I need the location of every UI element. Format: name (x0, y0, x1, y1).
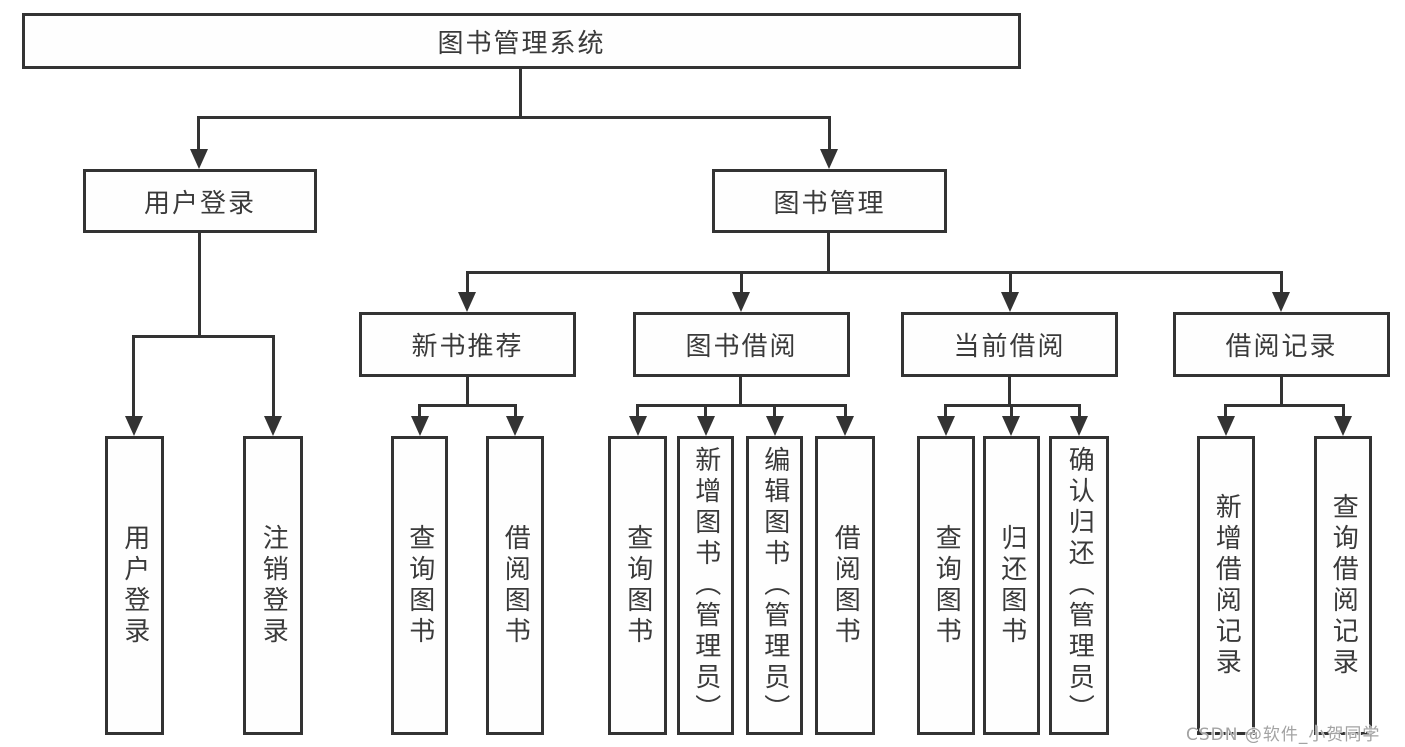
connector-userlogin-right (272, 335, 275, 419)
csdn-watermark: CSDN @软件_小贺同学 (1186, 725, 1381, 745)
arrow-down-icon (1002, 416, 1020, 436)
connector-bb-drop (739, 377, 742, 406)
arrow-down-icon (937, 416, 955, 436)
connector-cb-drop (1008, 377, 1011, 406)
arrow-down-icon (264, 416, 282, 436)
connector-l3-1 (466, 271, 469, 295)
leaf-logout-login: 注销登录 (243, 436, 303, 735)
connector-userlogin-drop (198, 233, 201, 338)
leaf-br-query-record: 查询借阅记录 (1314, 436, 1372, 735)
connector-userlogin-split (132, 335, 275, 338)
arrow-down-icon (697, 416, 715, 436)
leaf-nb-query-books: 查询图书 (391, 436, 448, 735)
connector-bb-4 (844, 404, 847, 418)
connector-root-left (197, 116, 200, 154)
connector-bb-2 (704, 404, 707, 418)
arrow-down-icon (1070, 416, 1088, 436)
connector-br-l (1224, 404, 1227, 418)
node-current-borrow: 当前借阅 (901, 312, 1118, 377)
leaf-bb-borrow-books: 借阅图书 (815, 436, 875, 735)
connector-cb-2 (1010, 404, 1013, 418)
node-borrow-records: 借阅记录 (1173, 312, 1390, 377)
arrow-down-icon (1001, 292, 1019, 312)
connector-br-r (1342, 404, 1345, 418)
leaf-bb-query-books: 查询图书 (608, 436, 667, 735)
connector-l3-4 (1280, 271, 1283, 295)
connector-l3-2 (740, 271, 743, 295)
leaf-user-login: 用户登录 (105, 436, 164, 735)
arrow-down-icon (411, 416, 429, 436)
node-user-login: 用户登录 (83, 169, 317, 233)
leaf-br-add-record: 新增借阅记录 (1197, 436, 1255, 735)
connector-nb-r (514, 404, 517, 418)
connector-root-split (197, 116, 831, 119)
connector-root-drop (519, 69, 522, 118)
arrow-down-icon (506, 416, 524, 436)
arrow-down-icon (458, 292, 476, 312)
arrow-down-icon (766, 416, 784, 436)
arrow-down-icon (820, 149, 838, 169)
node-book-borrow: 图书借阅 (633, 312, 850, 377)
leaf-bb-edit-books-admin: 编辑图书（管理员） (746, 436, 803, 735)
arrow-down-icon (1272, 292, 1290, 312)
connector-cb-1 (944, 404, 947, 418)
node-library-system: 图书管理系统 (22, 13, 1021, 69)
connector-br-drop (1280, 377, 1283, 406)
leaf-nb-borrow-books: 借阅图书 (486, 436, 544, 735)
connector-userlogin-left (132, 335, 135, 419)
arrow-down-icon (1217, 416, 1235, 436)
connector-bookmgmt-drop (827, 233, 830, 273)
arrow-down-icon (836, 416, 854, 436)
connector-cb-3 (1078, 404, 1081, 418)
leaf-cb-query-books: 查询图书 (917, 436, 975, 735)
connector-root-right (828, 116, 831, 154)
connector-nb-split (418, 404, 517, 407)
arrow-down-icon (125, 416, 143, 436)
connector-br-split (1224, 404, 1345, 407)
leaf-bb-add-books-admin: 新增图书（管理员） (677, 436, 734, 735)
node-new-book-recommend: 新书推荐 (359, 312, 576, 377)
node-book-management: 图书管理 (712, 169, 947, 233)
arrow-down-icon (190, 149, 208, 169)
leaf-cb-confirm-return-admin: 确认归还（管理员） (1049, 436, 1109, 735)
connector-nb-drop (466, 377, 469, 406)
connector-bb-3 (773, 404, 776, 418)
arrow-down-icon (1334, 416, 1352, 436)
leaf-cb-return-books: 归还图书 (983, 436, 1040, 735)
arrow-down-icon (629, 416, 647, 436)
arrow-down-icon (732, 292, 750, 312)
connector-l3-3 (1009, 271, 1012, 295)
connector-bookmgmt-split (466, 271, 1283, 274)
connector-nb-l (418, 404, 421, 418)
connector-bb-split (636, 404, 847, 407)
connector-bb-1 (636, 404, 639, 418)
